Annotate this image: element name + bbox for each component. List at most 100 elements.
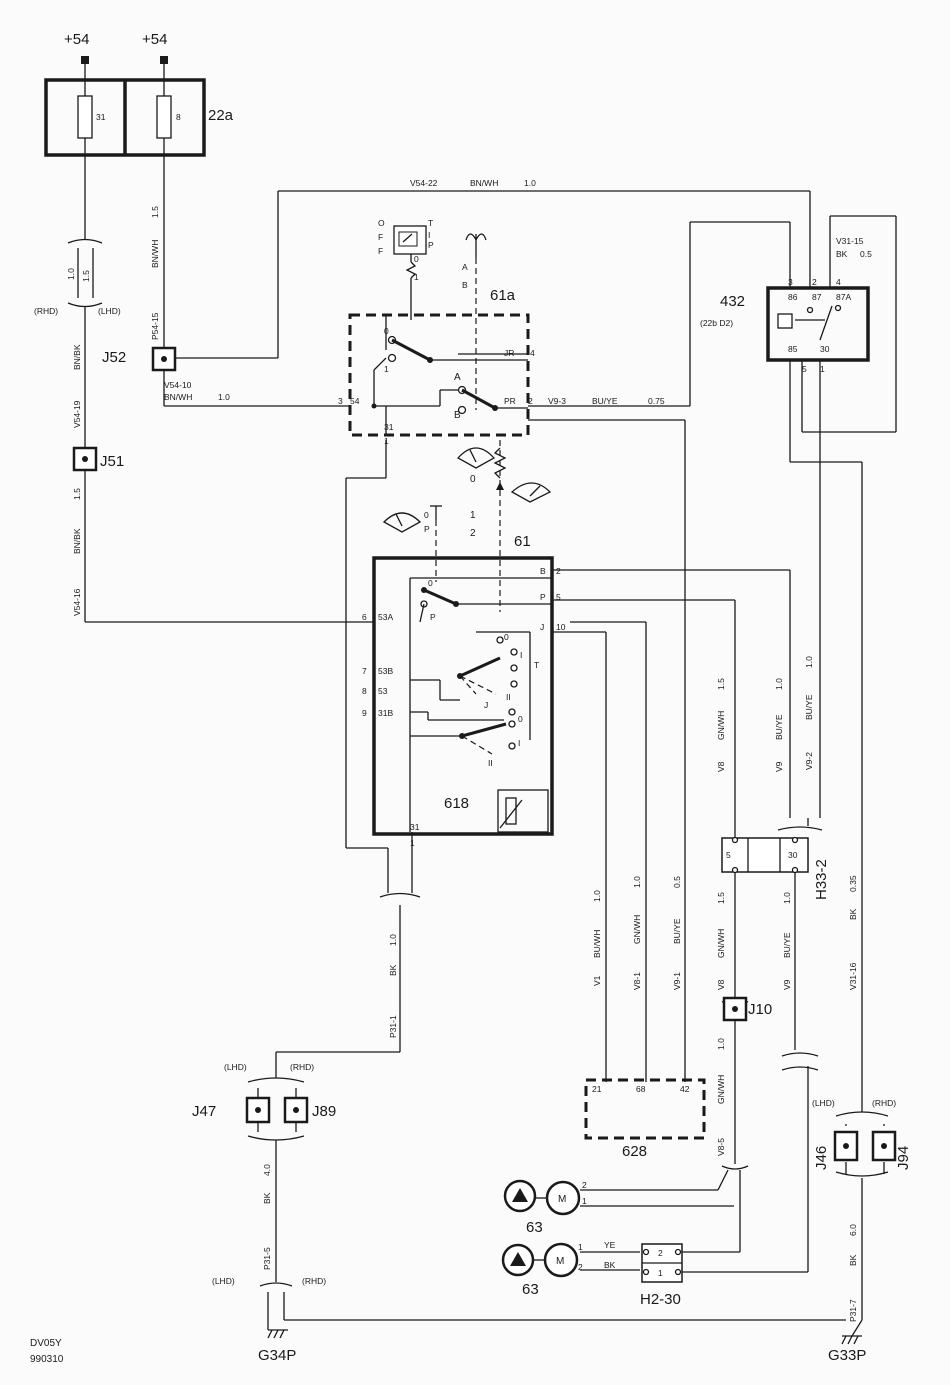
- ground-g34p-icon: [267, 1329, 288, 1339]
- switch-61a-box: [348, 313, 530, 437]
- lw-v8-1: V8-1: [632, 972, 642, 990]
- lw-v9b-size: 1.0: [782, 892, 792, 904]
- rw-v8-size: 1.5: [716, 678, 726, 690]
- box-n3: 3: [338, 396, 343, 406]
- relay-feed-color: BK: [836, 249, 848, 259]
- module-618-contacts: [409, 577, 552, 833]
- v54-16-color: BN/BK: [72, 528, 82, 554]
- sw-zero: 0: [414, 254, 419, 264]
- h33-label: H33-2: [813, 859, 830, 900]
- m618-pp: P: [430, 612, 436, 622]
- v9-3-color: BU/YE: [592, 396, 618, 406]
- m618-p: P: [540, 592, 546, 602]
- supply-label-left: +54: [64, 31, 89, 48]
- lw-v8-5-color: GN/WH: [716, 1075, 726, 1104]
- relay-p87: 87: [812, 292, 822, 302]
- j46-rhd: (RHD): [872, 1098, 896, 1108]
- lw-v9-1-size: 0.5: [672, 876, 682, 888]
- fuse-box-label: 22a: [208, 107, 234, 124]
- pump-bk: BK: [604, 1260, 616, 1270]
- fuse2-label: 8: [176, 112, 181, 122]
- v54-19-color: BN/BK: [72, 344, 82, 370]
- j47-size: 4.0: [262, 1164, 272, 1176]
- relay-ref: (22b D2): [700, 318, 733, 328]
- motor-two: 2: [470, 528, 476, 539]
- v54-19-size: 1.5: [72, 488, 82, 500]
- h33-p30: 30: [788, 850, 798, 860]
- sw-a: A: [462, 262, 468, 272]
- connector-h2-30: [641, 1243, 683, 1283]
- v54-16-id: V54-16: [72, 588, 82, 616]
- v9-3-size: 0.75: [648, 396, 665, 406]
- connector-j46: [833, 1130, 859, 1162]
- bundle-rhd: (RHD): [34, 306, 58, 316]
- rw-v9-color: BU/YE: [774, 714, 784, 740]
- module-618-label: 618: [444, 795, 469, 812]
- pump-a-label: 63: [526, 1219, 543, 1236]
- sw-o: O: [378, 218, 385, 228]
- relay-p85: 85: [788, 344, 798, 354]
- box-n31: 31: [384, 422, 394, 432]
- m618-ci: I: [520, 650, 522, 660]
- motor-one: 1: [470, 510, 476, 521]
- relay-p87a: 87A: [836, 292, 851, 302]
- wiper-motor-61: [382, 447, 552, 533]
- lw-v9-1-color: BU/YE: [672, 918, 682, 944]
- relay-p4: 4: [836, 277, 841, 287]
- v54-10-size: 1.0: [218, 392, 230, 402]
- supply-terminal-left: [81, 56, 89, 64]
- rw-v9-2: V9-2: [804, 752, 814, 770]
- top-wire-size: 1.0: [524, 178, 536, 188]
- j47-lhd: (LHD): [224, 1062, 247, 1072]
- m618-n10: 10: [556, 622, 566, 632]
- fuse-wire-id: P54-15: [150, 312, 160, 340]
- lw-v1: V1: [592, 975, 602, 986]
- connector-j10: [722, 996, 748, 1022]
- lw-v8-5-size: 1.0: [716, 1038, 726, 1050]
- rw-v8: V8: [716, 761, 726, 772]
- connector-j94: [871, 1130, 897, 1162]
- m618-cii: II: [506, 692, 511, 702]
- relay-p30: 30: [820, 344, 830, 354]
- rw-v8-color: GN/WH: [716, 711, 726, 740]
- j47-lhd2: (LHD): [212, 1276, 235, 1286]
- relay-label: 432: [720, 293, 745, 310]
- module-628: [584, 1078, 706, 1140]
- gw-color: BK: [388, 964, 398, 976]
- m618-n5: 5: [556, 592, 561, 602]
- box-jr: JR: [504, 348, 514, 358]
- lw-v8b: V8: [716, 979, 726, 990]
- j46-id: P31-7: [848, 1299, 858, 1322]
- labels: +54 +54 22a 31 8 V54-22 BN/WH 1.0 V31-15…: [30, 31, 912, 1365]
- fuse-box-22a: [44, 78, 206, 157]
- sw-f1: F: [378, 232, 383, 242]
- relay-p86: 86: [788, 292, 798, 302]
- box-a: A: [454, 372, 461, 383]
- lw-v8b-size: 1.5: [716, 892, 726, 904]
- m618-n7: 7: [362, 666, 367, 676]
- m618-zero: 0: [428, 578, 433, 588]
- lw-v31-16-size: 0.35: [848, 875, 858, 892]
- m618-n6: 6: [362, 612, 367, 622]
- sw-b: B: [462, 280, 468, 290]
- lw-v31-16-color: BK: [848, 908, 858, 920]
- m618-n1: 1: [410, 838, 415, 848]
- lw-v9b: V9: [782, 979, 792, 990]
- washer-pump-b: [501, 1242, 579, 1278]
- relay-p5: 5: [802, 364, 807, 374]
- rw-v9-2-size: 1.0: [804, 656, 814, 668]
- top-wire-color: BN/WH: [470, 178, 498, 188]
- m618-c2-i: I: [518, 738, 520, 748]
- module-618: [372, 556, 554, 836]
- supply-label-right: +54: [142, 31, 167, 48]
- relay-feed-size: 0.5: [860, 249, 872, 259]
- lw-v31-16: V31-16: [848, 962, 858, 990]
- box-p1: 1: [384, 364, 389, 374]
- bundle-braces: [67, 238, 889, 1287]
- footer-date: 990310: [30, 1354, 64, 1365]
- supply-terminal-right: [160, 56, 168, 64]
- lw-v1-color: BU/WH: [592, 930, 602, 958]
- washer-nozzle-icon: [465, 233, 487, 258]
- j46-lhd: (LHD): [812, 1098, 835, 1108]
- h2-30-p1: 1: [658, 1268, 663, 1278]
